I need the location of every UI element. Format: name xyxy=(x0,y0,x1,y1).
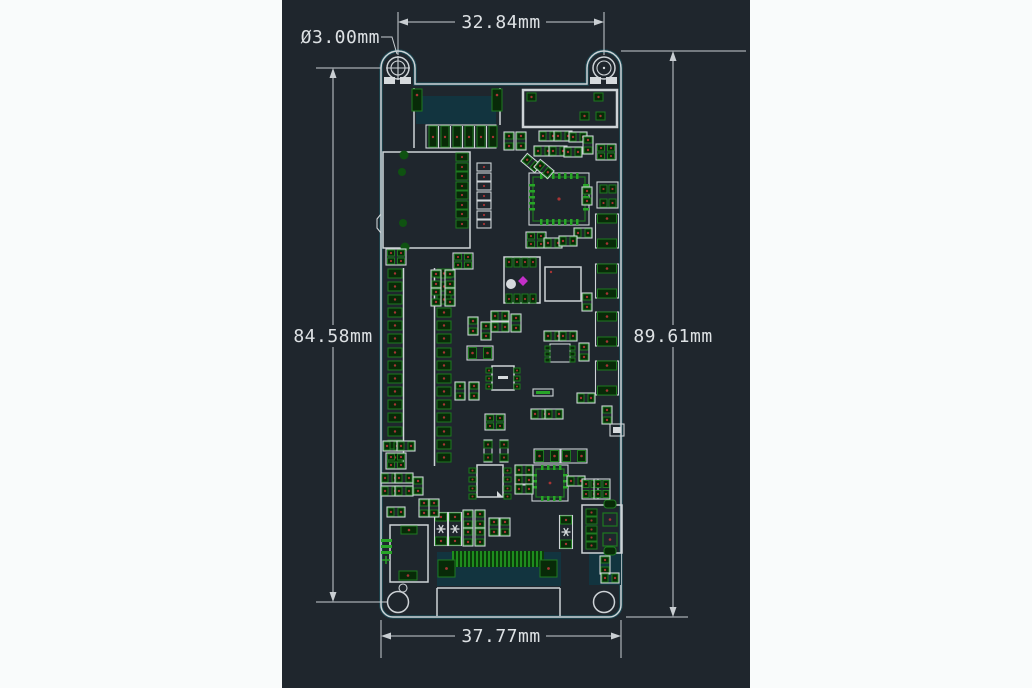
battery-solder-pads xyxy=(381,524,429,583)
board-edge-notch xyxy=(376,213,382,234)
side-button xyxy=(609,423,625,437)
dimension-label-top: 32.84mm xyxy=(461,12,540,33)
sot6-regulator xyxy=(485,365,521,391)
power-inductor xyxy=(503,256,541,304)
resistor-array xyxy=(532,388,554,397)
mounting-hole-top-left xyxy=(384,56,411,84)
dimension-top-hole-spacing: 32.84mm xyxy=(397,12,605,55)
quad-pad-chip xyxy=(596,181,619,209)
dimension-label-bottom: 37.77mm xyxy=(461,626,540,647)
usb-connector xyxy=(436,551,561,616)
mounting-hole-bottom-left xyxy=(386,590,410,614)
battery-polarity-silk xyxy=(381,539,392,564)
top-right-module xyxy=(521,88,619,129)
mounting-hole-bottom-right xyxy=(592,590,616,614)
usb-shell-outline xyxy=(436,587,561,616)
usb-pin-row xyxy=(452,551,544,567)
dimension-label-hole-diameter: Ø3.00mm xyxy=(301,27,380,48)
small-soic xyxy=(544,343,576,363)
hole-diameter-callout: Ø3.00mm xyxy=(301,27,398,55)
shield-can xyxy=(544,266,582,302)
dual-sot-package xyxy=(483,439,509,463)
dimension-left-height: 84.58mm xyxy=(293,67,387,603)
pcb-board xyxy=(376,49,625,619)
fiducial-marker xyxy=(518,276,528,286)
sd-contact-row xyxy=(455,152,492,229)
soic8-ic xyxy=(468,464,512,500)
top-left-connector xyxy=(411,88,503,149)
mounting-hole-top-right xyxy=(590,56,617,84)
dimension-right-height: 89.61mm xyxy=(621,50,746,618)
tooling-hole xyxy=(398,583,408,593)
dimension-label-right: 89.61mm xyxy=(633,326,712,347)
dimension-label-left: 84.58mm xyxy=(293,326,372,347)
dimension-bottom-width: 37.77mm xyxy=(380,620,622,658)
